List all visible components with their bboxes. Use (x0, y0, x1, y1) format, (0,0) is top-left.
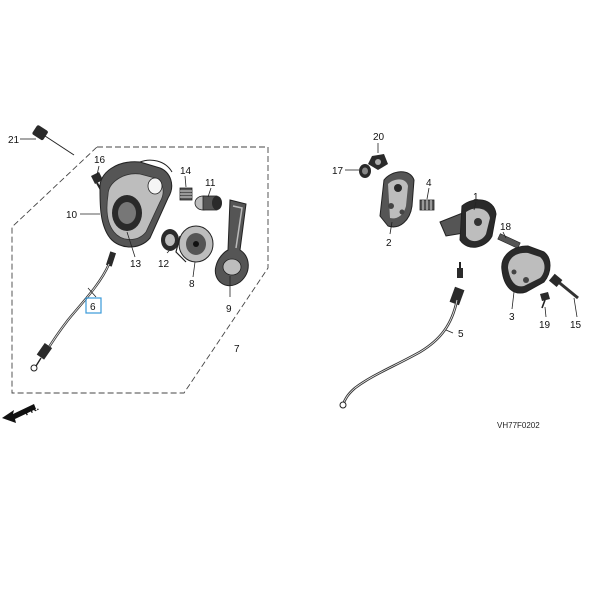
label-4: 4 (426, 178, 432, 189)
label-12: 12 (158, 259, 170, 270)
label-19: 19 (539, 320, 551, 331)
label-18: 18 (500, 222, 512, 233)
part-6-cable[interactable] (30, 251, 117, 372)
label-5: 5 (458, 329, 464, 340)
front-direction-arrow: FR. (2, 402, 40, 423)
part-18-pin[interactable] (497, 233, 521, 249)
highlight-box (85, 297, 102, 314)
front-direction-label: FR. (23, 402, 40, 417)
label-17: 17 (332, 166, 344, 177)
diagram-code: VH77F0202 (497, 421, 540, 430)
label-6: 6 (90, 302, 96, 313)
part-8-cam[interactable] (175, 225, 214, 263)
part-13-lever-housing[interactable] (99, 159, 173, 248)
assembly-outline-7 (11, 146, 269, 394)
part-9-lever[interactable] (214, 199, 249, 287)
part-19-screw[interactable] (540, 292, 550, 309)
label-21: 21 (8, 135, 20, 146)
part-4-spring[interactable] (419, 199, 435, 211)
label-8: 8 (189, 279, 195, 290)
part-17-washer[interactable] (359, 164, 371, 178)
label-1: 1 (473, 192, 479, 203)
part-14-spring[interactable] (179, 187, 193, 201)
label-11: 11 (205, 178, 216, 189)
label-20: 20 (373, 132, 385, 143)
part-1-lever-plate[interactable] (439, 199, 497, 248)
part-2-bracket[interactable] (379, 171, 415, 228)
part-3-cover[interactable] (501, 245, 551, 294)
label-10: 10 (66, 210, 78, 221)
label-16: 16 (94, 155, 106, 166)
label-14: 14 (180, 166, 192, 177)
part-12-ring[interactable] (161, 229, 179, 251)
label-15: 15 (570, 320, 582, 331)
label-9: 9 (226, 304, 232, 315)
label-7: 7 (234, 344, 240, 355)
highlighted-part-6-callout[interactable]: 6 (85, 297, 102, 314)
part-5-cable[interactable] (339, 262, 465, 409)
label-13: 13 (130, 259, 142, 270)
part-15-bolt[interactable] (548, 273, 579, 300)
part-11-bushing[interactable] (194, 195, 222, 211)
label-2: 2 (386, 238, 392, 249)
part-21-bolt[interactable] (32, 125, 75, 156)
part-20-nut[interactable] (368, 154, 388, 170)
label-3: 3 (509, 312, 515, 323)
